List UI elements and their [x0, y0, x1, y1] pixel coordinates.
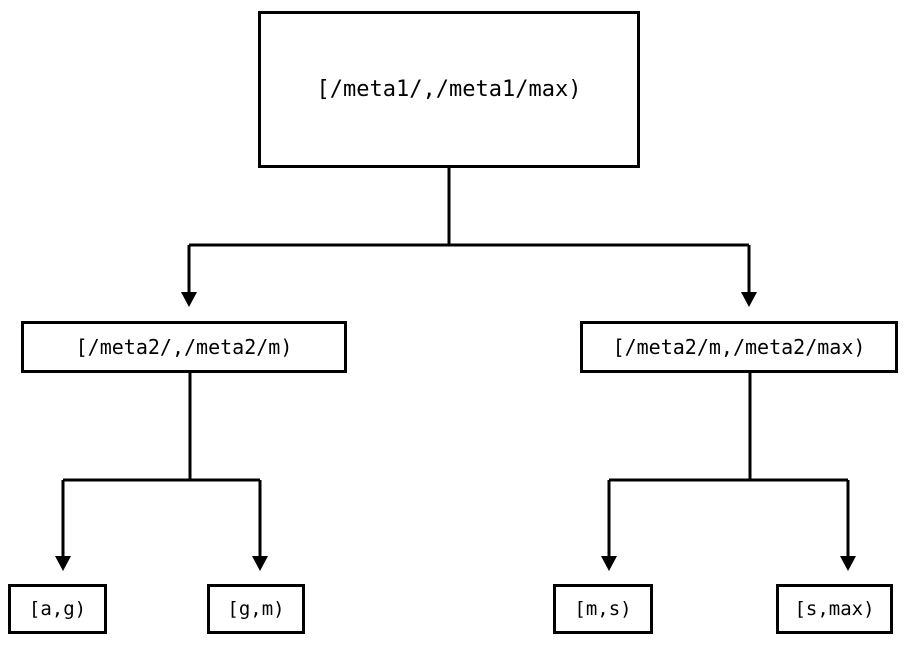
node-mid-right-label: [/meta2/m,/meta2/max)	[612, 335, 866, 359]
node-mid-left[interactable]: [/meta2/,/meta2/m)	[21, 321, 347, 373]
node-leaf-gm[interactable]: [g,m)	[207, 584, 305, 634]
arrowhead-to-leaf-smax	[840, 556, 856, 571]
node-leaf-smax[interactable]: [s,max)	[776, 584, 893, 634]
node-leaf-gm-label: [g,m)	[227, 598, 285, 620]
node-leaf-ag-label: [a,g)	[28, 598, 87, 620]
edge-mid-right-to-leaves	[607, 373, 850, 556]
node-leaf-ms-label: [m,s)	[574, 598, 632, 620]
edge-root-to-mid-level	[187, 168, 751, 292]
node-leaf-smax-label: [s,max)	[794, 598, 875, 620]
node-leaf-ms[interactable]: [m,s)	[553, 584, 653, 634]
node-root[interactable]: [/meta1/,/meta1/max)	[258, 11, 640, 168]
arrowhead-to-leaf-ag	[55, 556, 71, 571]
edge-mid-left-to-leaves	[61, 373, 262, 556]
node-mid-left-label: [/meta2/,/meta2/m)	[75, 335, 293, 359]
arrowhead-to-leaf-ms	[601, 556, 617, 571]
arrowhead-to-mid-left	[181, 292, 197, 307]
arrowhead-to-leaf-gm	[252, 556, 268, 571]
node-root-label: [/meta1/,/meta1/max)	[316, 77, 582, 102]
arrowhead-to-mid-right	[741, 292, 757, 307]
node-leaf-ag[interactable]: [a,g)	[8, 584, 107, 634]
node-mid-right[interactable]: [/meta2/m,/meta2/max)	[580, 321, 898, 373]
